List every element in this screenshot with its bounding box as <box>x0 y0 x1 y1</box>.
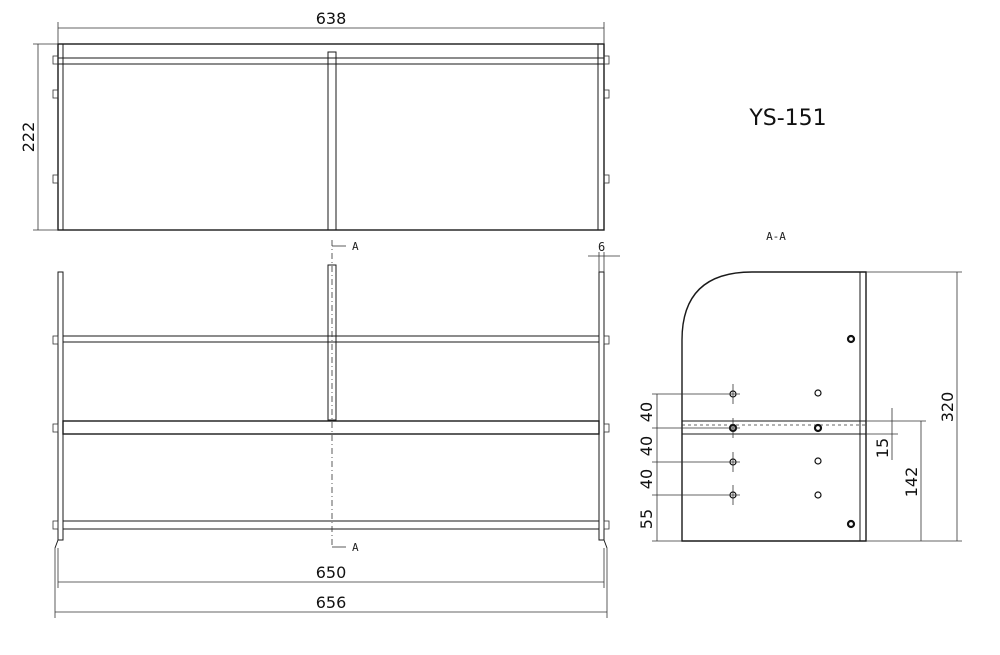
dim-top-height: 222 <box>19 122 38 153</box>
front-bottom-rail <box>62 520 600 530</box>
front-divider <box>327 264 337 421</box>
hole <box>814 457 822 465</box>
section-label: A-A <box>766 230 786 243</box>
dim-overall-width: 656 <box>316 593 347 612</box>
dim-shelf-thickness: 15 <box>873 438 892 458</box>
cut-marker-bottom: A <box>352 541 359 554</box>
hole <box>813 423 823 433</box>
cut-marker-top: A <box>352 240 359 253</box>
front-left-post <box>57 271 64 541</box>
section-view: A-A 40 40 40 55 <box>637 230 962 542</box>
dim-hole-bottom: 55 <box>637 509 656 529</box>
dim-thickness: 6 <box>598 240 605 254</box>
front-top-rail <box>62 335 600 343</box>
model-title: YS-151 <box>748 106 826 131</box>
front-shelf <box>62 420 600 435</box>
top-view-outline <box>57 43 605 231</box>
top-view: 638 222 <box>19 9 610 231</box>
dim-hole-2: 40 <box>637 436 656 456</box>
dim-top-width: 638 <box>316 9 347 28</box>
dim-shelf-height: 142 <box>902 467 921 498</box>
dim-hole-3: 40 <box>637 469 656 489</box>
section-shelf <box>681 420 867 435</box>
dim-side-height: 320 <box>938 392 957 423</box>
top-view-divider <box>327 51 337 231</box>
hole <box>814 491 822 499</box>
hole <box>814 389 822 397</box>
dim-inner-width: 650 <box>316 563 347 582</box>
dim-hole-1: 40 <box>637 402 656 422</box>
front-view: A A 6 650 656 <box>52 240 620 618</box>
side-panel-outline <box>681 271 867 542</box>
hole <box>846 519 856 529</box>
hole <box>846 334 856 344</box>
front-right-post <box>598 271 605 541</box>
